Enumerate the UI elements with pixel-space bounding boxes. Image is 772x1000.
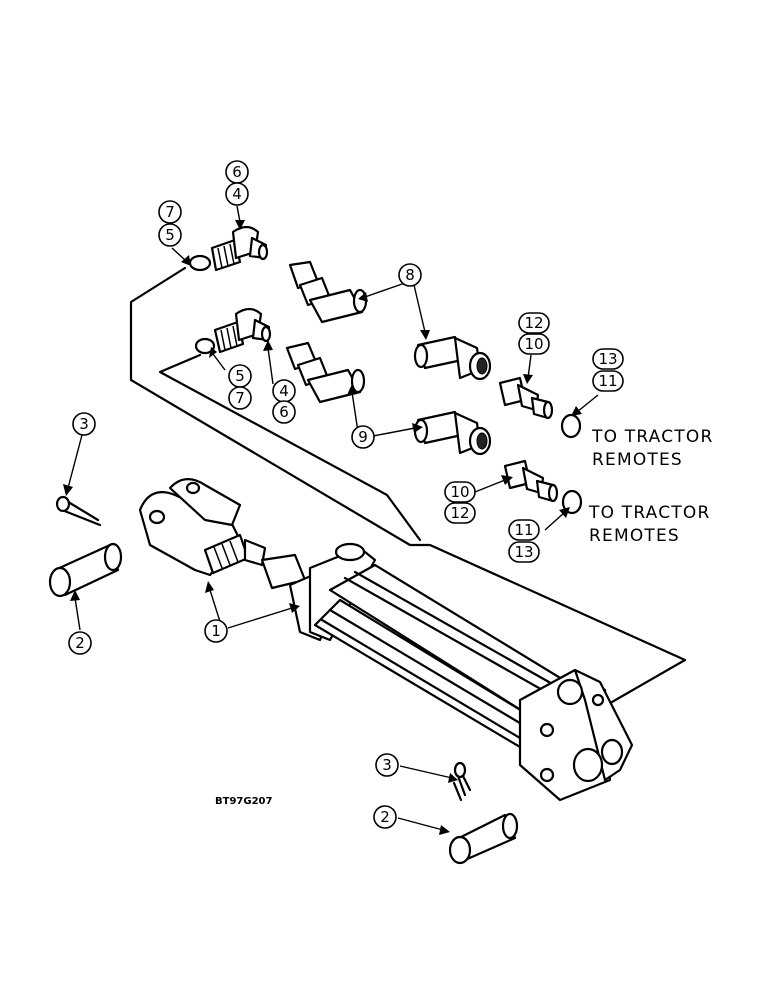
svg-text:13: 13	[598, 350, 617, 368]
callout-5-mid: 5	[228, 364, 252, 388]
note-remotes-lower: REMOTES	[589, 526, 680, 546]
callout-9: 9	[351, 425, 375, 449]
svg-text:7: 7	[165, 203, 175, 221]
note-to-tractor-lower: TO TRACTOR	[588, 503, 710, 523]
callout-1: 1	[204, 619, 228, 643]
drawing-code: BT97G207	[215, 796, 272, 807]
callout-11-lower: 11	[508, 519, 540, 541]
leader-lines	[63, 205, 599, 835]
hose-routing-lines	[129, 266, 687, 704]
callout-4-top: 4	[225, 182, 249, 206]
callout-10-lower: 10	[444, 481, 476, 503]
svg-text:5: 5	[235, 367, 245, 385]
svg-text:6: 6	[232, 163, 242, 181]
svg-text:12: 12	[524, 314, 543, 332]
callout-2-bottom: 2	[373, 805, 397, 829]
svg-text:3: 3	[79, 415, 89, 433]
callout-8: 8	[398, 263, 422, 287]
svg-text:4: 4	[279, 382, 289, 400]
callout-11-upper: 11	[592, 370, 624, 392]
svg-text:8: 8	[405, 266, 415, 284]
hydraulic-cylinder	[288, 542, 634, 802]
cotter-pin-bottom	[452, 761, 472, 802]
hose-8-upper	[288, 260, 368, 324]
callout-4-mid: 4	[272, 379, 296, 403]
callout-6-mid: 6	[272, 400, 296, 424]
hose-8-lower	[413, 335, 492, 381]
coupler-upper	[498, 376, 582, 439]
svg-text:2: 2	[380, 808, 390, 826]
svg-text:2: 2	[75, 634, 85, 652]
svg-text:5: 5	[165, 226, 175, 244]
svg-text:7: 7	[235, 389, 245, 407]
clevis-rod-end	[138, 478, 307, 590]
pin-left	[48, 542, 123, 598]
callout-13-lower: 13	[508, 541, 540, 563]
svg-text:10: 10	[524, 335, 543, 353]
callout-3-left: 3	[72, 412, 96, 436]
elbow-fitting-middle	[194, 307, 272, 355]
coupler-lower	[503, 459, 583, 515]
svg-text:4: 4	[232, 185, 242, 203]
svg-text:12: 12	[450, 504, 469, 522]
svg-text:13: 13	[514, 543, 533, 561]
callout-12-upper: 12	[518, 312, 550, 334]
svg-text:11: 11	[514, 521, 533, 539]
svg-text:1: 1	[211, 622, 221, 640]
callout-7-mid: 7	[228, 386, 252, 410]
hose-9-lower	[413, 410, 492, 456]
callout-6-top: 6	[225, 160, 249, 184]
callout-5-top: 5	[158, 223, 182, 247]
svg-text:11: 11	[598, 372, 617, 390]
svg-text:10: 10	[450, 483, 469, 501]
callout-12-lower: 12	[444, 502, 476, 524]
hose-9-upper	[285, 341, 366, 404]
callout-13-upper: 13	[592, 348, 624, 370]
callout-2-left: 2	[68, 631, 92, 655]
svg-text:3: 3	[382, 756, 392, 774]
note-remotes-upper: REMOTES	[592, 450, 683, 470]
elbow-fitting-upper	[188, 225, 269, 272]
svg-text:9: 9	[358, 428, 368, 446]
svg-text:6: 6	[279, 403, 289, 421]
callout-10-upper: 10	[518, 333, 550, 355]
callout-3-bottom: 3	[375, 753, 399, 777]
note-to-tractor-upper: TO TRACTOR	[591, 427, 713, 447]
cotter-pin-left	[55, 495, 102, 527]
pin-bottom	[448, 812, 519, 865]
callout-7-top: 7	[158, 200, 182, 224]
